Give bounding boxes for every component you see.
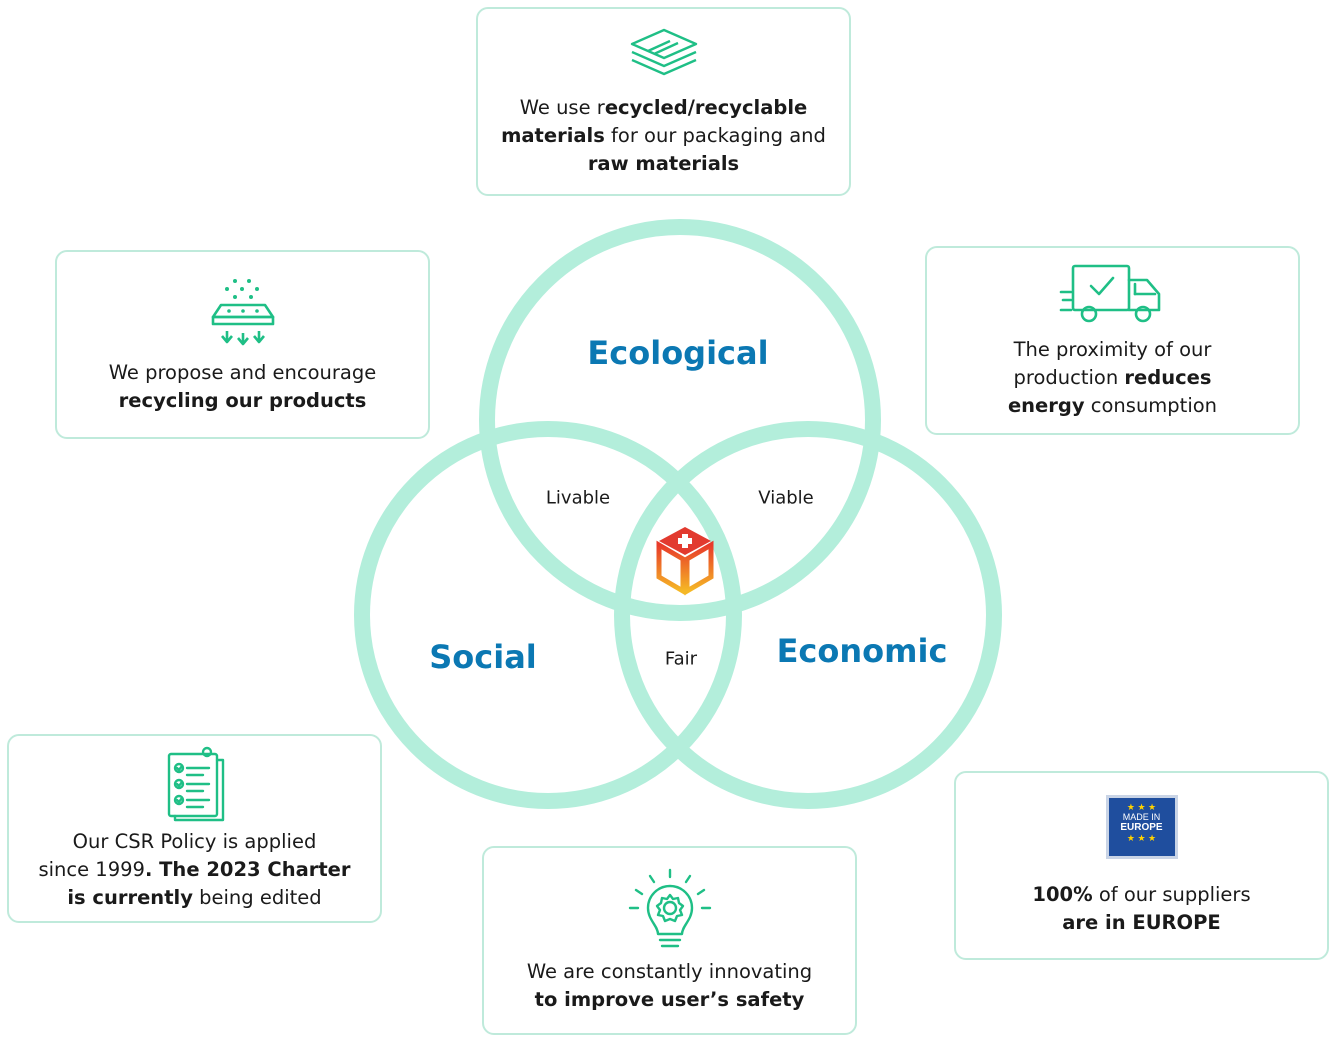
card-user-safety: We are constantly innovating to improve … <box>482 846 857 1035</box>
social-circle <box>354 421 742 809</box>
csr-text-4: is currently <box>67 885 193 909</box>
checklist-clipboard-icon <box>167 746 224 821</box>
suppliers-text-3: are in EUROPE <box>1062 910 1221 934</box>
ecological-circle <box>479 219 881 621</box>
card-recycling-products: We propose and encourage recycling our p… <box>55 250 430 439</box>
csr-text-5: being edited <box>192 885 322 909</box>
ecological-label: Ecological <box>587 334 769 372</box>
energy-text-3: reduces <box>1124 365 1212 389</box>
csr-text-2: since 1999 <box>38 857 145 881</box>
recycling-tray-icon <box>211 278 274 345</box>
badge-line-2: EUROPE <box>1120 821 1163 833</box>
stacked-layers-icon <box>630 28 697 75</box>
economic-circle <box>614 421 1002 809</box>
materials-text-1: We use r <box>519 95 605 119</box>
csr-text-1: Our CSR Policy is applied <box>72 829 317 853</box>
eu-stars-bottom: ★ ★ ★ <box>1126 832 1157 843</box>
materials-text-5: raw materials <box>587 151 740 175</box>
materials-text-2: ecycled/recyclable <box>604 95 808 119</box>
made-in-europe-badge: ★ ★ ★ MADE IN EUROPE ★ ★ ★ <box>1105 794 1178 859</box>
card-reduced-energy: The proximity of our production reduces … <box>925 246 1300 435</box>
card-recycled-materials: We use recycled/recyclable materials for… <box>476 7 851 196</box>
energy-text-4: energy <box>1007 393 1085 417</box>
csr-text-3: . The 2023 Charter <box>144 857 351 881</box>
energy-text-2: production <box>1013 365 1125 389</box>
recycling-text-1: We propose and encourage <box>108 360 377 384</box>
suppliers-text-2: of our suppliers <box>1092 882 1251 906</box>
card-csr-policy: Our CSR Policy is applied since 1999. Th… <box>7 734 382 923</box>
eu-stars-top: ★ ★ ★ <box>1126 801 1157 812</box>
economic-label: Economic <box>776 632 948 670</box>
safety-text-1: We are constantly innovating <box>526 959 813 983</box>
livable-label: Livable <box>545 487 611 509</box>
card-suppliers-europe: ★ ★ ★ MADE IN EUROPE ★ ★ ★ 100% of our s… <box>954 771 1329 960</box>
energy-text-5: consumption <box>1084 393 1218 417</box>
suppliers-text-1: 100% <box>1032 882 1093 906</box>
materials-text-4: for our packaging and <box>604 123 826 147</box>
lightbulb-gear-icon <box>628 868 711 947</box>
viable-label: Viable <box>758 487 814 509</box>
delivery-truck-icon <box>1059 264 1160 322</box>
recycling-text-2: recycling our products <box>118 388 367 412</box>
social-label: Social <box>429 638 537 676</box>
swiss-cross-box-logo <box>656 527 714 596</box>
materials-text-3: materials <box>501 123 605 147</box>
safety-text-2: to improve user’s safety <box>534 987 805 1011</box>
badge-line-1: MADE IN <box>1122 811 1161 822</box>
fair-label: Fair <box>664 648 698 670</box>
energy-text-1: The proximity of our <box>1013 337 1212 361</box>
